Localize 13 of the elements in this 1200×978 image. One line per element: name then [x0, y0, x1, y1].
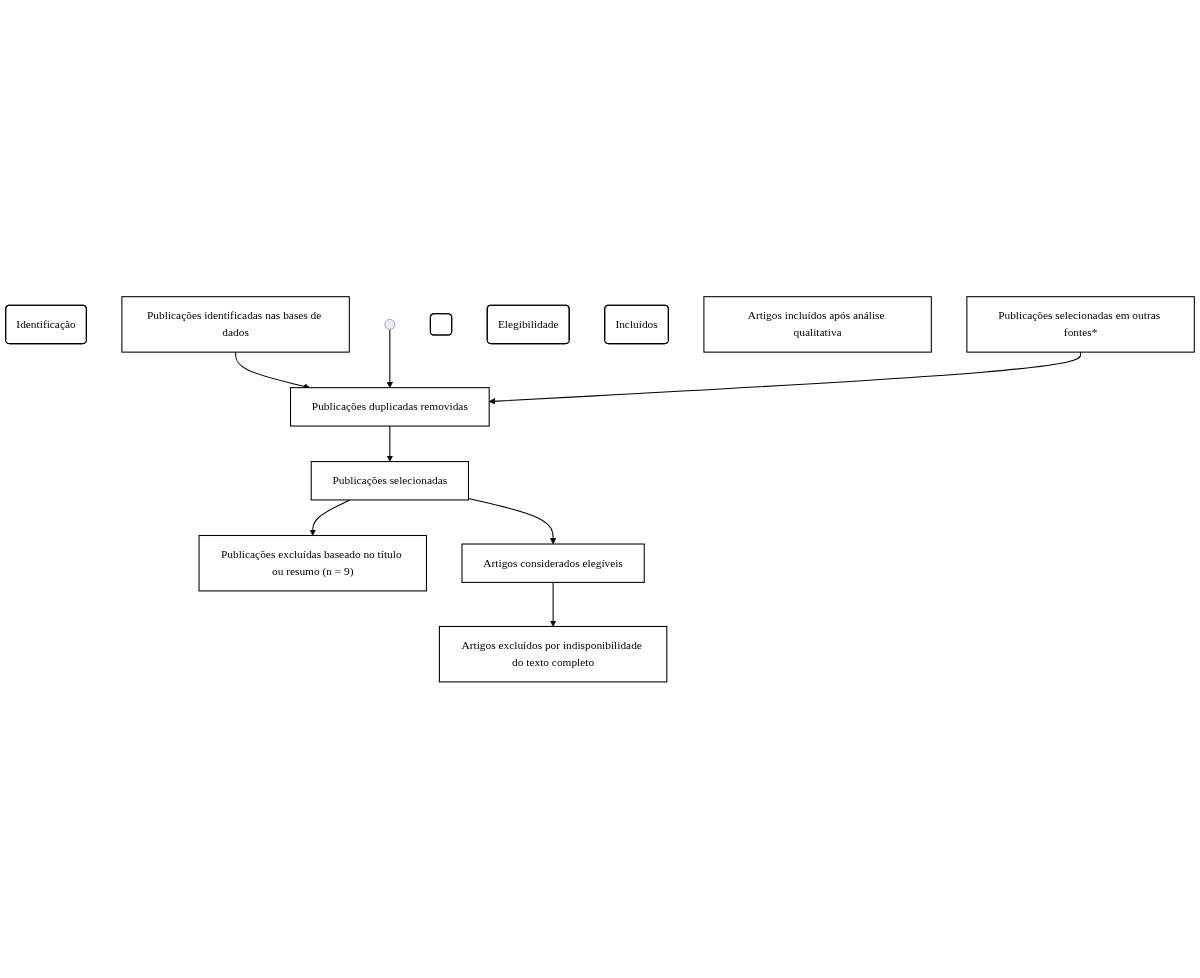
arrow — [386, 328, 393, 388]
node-box: Artigos considerados elegíveis — [461, 543, 645, 583]
arrow — [309, 499, 351, 536]
node-box: Publicações selecionadas em outras fontes* — [966, 295, 1195, 353]
node-box: Publicações identificadas nas bases de dados — [121, 295, 350, 353]
arrow — [467, 497, 557, 544]
node-box: Publicações duplicadas removidas — [290, 386, 490, 427]
arrow — [386, 425, 393, 462]
node-box: Publicações excluídas baseado no título ou resumo (n = 9) — [198, 534, 427, 592]
node-box: Artigos incluídos após análise qualitativa — [703, 295, 932, 353]
node-box: Artigos excluídos por indisponibilidade do texto completo — [438, 625, 668, 683]
node-box: Publicações selecionadas — [310, 460, 469, 501]
arrow — [550, 581, 557, 627]
